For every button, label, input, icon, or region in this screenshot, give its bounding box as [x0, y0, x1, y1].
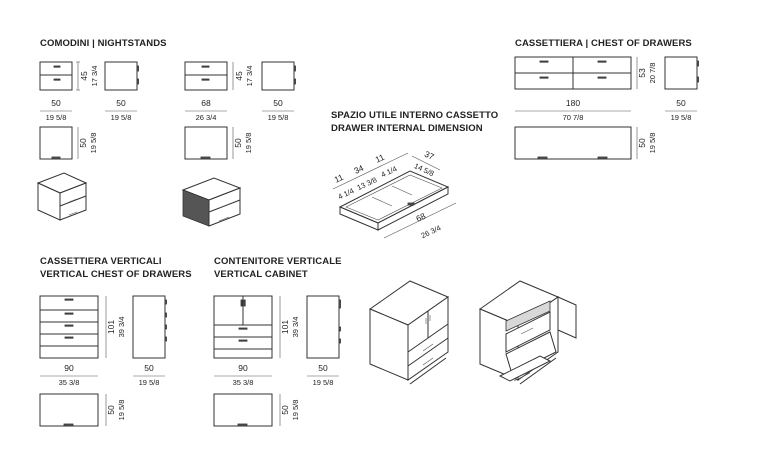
heading-vertical-chest-en: VERTICAL CHEST OF DRAWERS: [40, 269, 192, 280]
vchest-height-in: 39 3/4: [117, 317, 126, 338]
drawer-e-cm: 68: [414, 211, 427, 224]
chest-height-cm: 53: [637, 68, 647, 78]
ns1-top-depth-in: 19 5/8: [89, 133, 98, 154]
vertical-chest-height-dim: 101 39 3/4: [105, 296, 126, 358]
chest-top-depth-in: 19 5/8: [648, 133, 657, 154]
vchest-top-depth-in: 19 5/8: [117, 400, 126, 421]
vertical-cabinet-height-dim: 101 39 3/4: [279, 296, 300, 358]
vcab-width-cm: 90: [238, 363, 248, 373]
drawer-c-cm: 11: [374, 152, 386, 165]
vcab-side-width-cm: 50: [318, 363, 328, 373]
heading-drawer-internal-en: DRAWER INTERNAL DIMENSION: [331, 123, 483, 134]
chest-height-in: 20 7/8: [648, 63, 657, 84]
vertical-chest-front-view: 90 35 3/8: [39, 295, 99, 387]
drawer-c-in: 4 1/4: [379, 164, 398, 179]
drawer-internal-drawing: [338, 170, 450, 231]
ns1-width-cm: 50: [51, 98, 61, 108]
drawer-e-in: 26 3/4: [420, 223, 443, 240]
vcab-height-in: 39 3/4: [291, 317, 300, 338]
vertical-cabinet-side-view: 50 19 5/8: [306, 295, 341, 387]
cabinet-isometric-closed: [368, 280, 450, 385]
vchest-side-width-in: 19 5/8: [139, 378, 160, 387]
ns1-side-width-in: 19 5/8: [111, 113, 132, 122]
nightstand-1-isometric: [36, 172, 88, 221]
heading-vertical-cabinet-en: VERTICAL CABINET: [214, 269, 308, 280]
nightstand-2-height-dim: 45 17 3/4: [232, 62, 254, 90]
nightstand-2-top-view: 50 19 5/8: [184, 126, 253, 160]
nightstand-1-top-view: 50 19 5/8: [39, 126, 98, 160]
chest-front-view: 180 70 7/8: [514, 56, 632, 122]
vertical-chest-side-view: 50 19 5/8: [132, 295, 167, 387]
chest-width-in: 70 7/8: [563, 113, 584, 122]
vertical-cabinet-top-view: 50 19 5/8: [213, 393, 300, 427]
nightstand-2-front-view: 68 26 3/4: [184, 61, 228, 122]
drawer-d-cm: 37: [423, 149, 436, 162]
heading-nightstands: COMODINI | NIGHTSTANDS: [40, 38, 167, 49]
nightstand-1-height-dim: 45 17 3/4: [76, 61, 99, 91]
drawer-a-cm: 11: [333, 172, 345, 185]
ns2-height-in: 17 3/4: [245, 66, 254, 87]
vchest-side-width-cm: 50: [144, 363, 154, 373]
ns1-height-cm: 45: [79, 71, 89, 81]
vcab-height-cm: 101: [280, 320, 290, 334]
nightstand-1-front-view: [39, 61, 73, 91]
chest-top-view: 50 19 5/8: [514, 126, 657, 160]
chest-height-dim: 53 20 7/8: [636, 57, 657, 89]
ns1-height-in: 17 3/4: [90, 66, 99, 87]
ns1-side-width-cm: 50: [116, 98, 126, 108]
nightstand-2-side-view: 50 19 5/8: [261, 61, 296, 122]
vcab-top-depth-cm: 50: [280, 405, 290, 415]
heading-vertical-chest-it: CASSETTIERA VERTICALI: [40, 256, 162, 267]
nightstand-2-isometric: [181, 177, 242, 227]
vcab-width-in: 35 3/8: [233, 378, 254, 387]
heading-chest-of-drawers: CASSETTIERA | CHEST OF DRAWERS: [515, 38, 692, 49]
ns2-side-width-in: 19 5/8: [268, 113, 289, 122]
ns2-top-depth-cm: 50: [233, 138, 243, 148]
vcab-top-depth-in: 19 5/8: [291, 400, 300, 421]
vertical-chest-top-view: 50 19 5/8: [39, 393, 126, 427]
chest-side-width-in: 19 5/8: [671, 113, 692, 122]
vcab-side-width-in: 19 5/8: [313, 378, 334, 387]
chest-top-depth-cm: 50: [637, 138, 647, 148]
vertical-cabinet-front-view: 90 35 3/8: [213, 295, 273, 387]
vchest-height-cm: 101: [106, 320, 116, 334]
chest-side-view: 50 19 5/8: [664, 56, 699, 122]
vchest-top-depth-cm: 50: [106, 405, 116, 415]
chest-width-cm: 180: [566, 98, 580, 108]
nightstand-1-width-dim: 50 19 5/8: [40, 98, 72, 122]
ns1-top-depth-cm: 50: [78, 138, 88, 148]
ns2-width-cm: 68: [201, 98, 211, 108]
ns2-top-depth-in: 19 5/8: [244, 133, 253, 154]
heading-vertical-cabinet-it: CONTENITORE VERTICALE: [214, 256, 342, 267]
ns2-side-width-cm: 50: [273, 98, 283, 108]
heading-drawer-internal-it: SPAZIO UTILE INTERNO CASSETTO: [331, 110, 499, 121]
vchest-width-cm: 90: [64, 363, 74, 373]
vchest-width-in: 35 3/8: [59, 378, 80, 387]
ns2-width-in: 26 3/4: [196, 113, 217, 122]
cabinet-isometric-open: [478, 280, 577, 385]
chest-side-width-cm: 50: [676, 98, 686, 108]
drawer-b-cm: 34: [352, 163, 365, 176]
drawer-a-in: 4 1/4: [336, 186, 355, 201]
ns1-width-in: 19 5/8: [46, 113, 67, 122]
nightstand-1-side-view: 50 19 5/8: [104, 61, 139, 122]
ns2-height-cm: 45: [234, 71, 244, 81]
